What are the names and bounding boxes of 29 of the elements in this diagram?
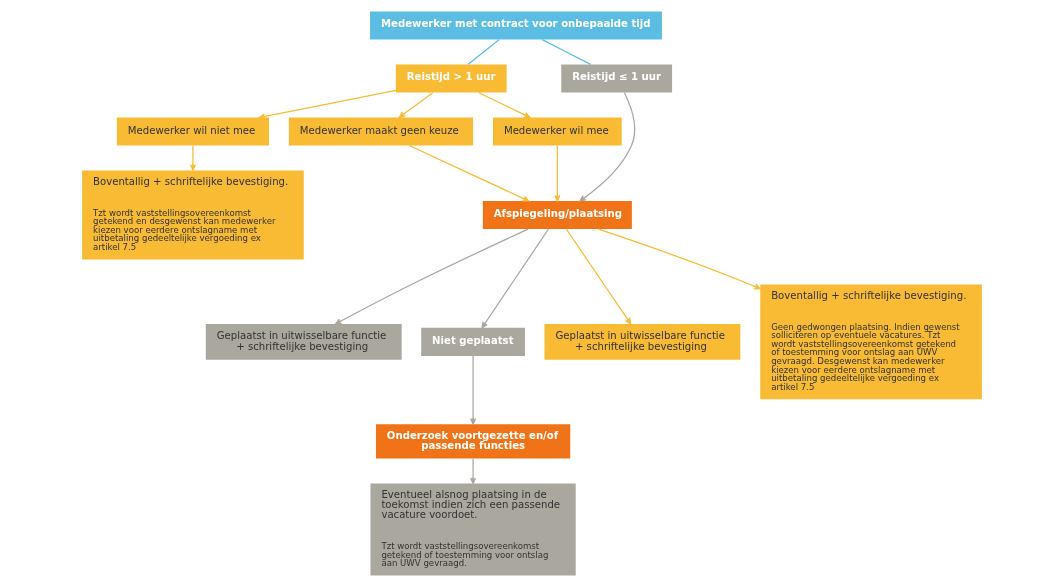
node-box: Afspiegeling/plaatsing	[482, 201, 632, 230]
node-box: Niet geplaatst	[421, 327, 525, 356]
node-box: Medewerker wil niet mee	[116, 117, 269, 146]
arrow	[597, 228, 761, 290]
arrow	[478, 92, 531, 119]
arrow	[565, 228, 632, 325]
node-box: Boventallig + schriftelijke bevestiging. Geen gedwongen plaatsing. Indien gewenst solliciteren op eventuele vacatures. Tzt wordt vaststellingsovereenkomst getekend of toestemming voor ontslag aan UWV gevraagd. Desgewenst kan medewerker kiezen voor eerdere ontslagname met uitbetaling gedeeltelijke vergoeding ex artikel 7.5	[760, 284, 982, 400]
arrow	[470, 355, 477, 425]
arrow	[554, 145, 561, 202]
node-box: Medewerker wil mee	[493, 117, 622, 146]
connector	[541, 39, 592, 66]
arrow	[481, 228, 549, 329]
node-box: Geplaatst in uitwisselbare functie + schriftelijke bevestiging	[205, 323, 402, 360]
node-box: Boventallig + schriftelijke bevestiging. Tzt wordt vaststellingsovereenkomst getekend en desgewenst kan medewerker kiezen voor eerdere ontslagname met uitbetaling gedeeltelijke vergoeding ex artikel 7.5	[82, 170, 304, 260]
connector	[467, 39, 500, 65]
node-box: Medewerker met contract voor onbepaalde tijd	[370, 11, 662, 40]
arrow	[579, 92, 636, 202]
node-box: Reistijd ≤ 1 uur	[561, 64, 673, 93]
arrow	[409, 145, 530, 202]
node-box: Reistijd > 1 uur	[395, 64, 507, 93]
node-box: Medewerker maakt geen keuze	[288, 117, 474, 146]
node-box: Eventueel alsnog plaatsing in de toekomst indien zich een passende vacature voordoet. Tzt wordt vaststellingsovereenkomst getekend of toestemming voor ontslag aan UWV gevraagd.	[370, 483, 576, 576]
arrow	[258, 89, 397, 120]
arrow	[334, 228, 529, 325]
arrow	[189, 145, 196, 171]
arrow	[398, 92, 434, 118]
arrow	[470, 458, 477, 485]
node-box: Geplaatst in uitwisselbare functie + schriftelijke bevestiging	[544, 323, 741, 360]
node-box: Onderzoek voortgezette en/of passende functies	[375, 424, 571, 459]
